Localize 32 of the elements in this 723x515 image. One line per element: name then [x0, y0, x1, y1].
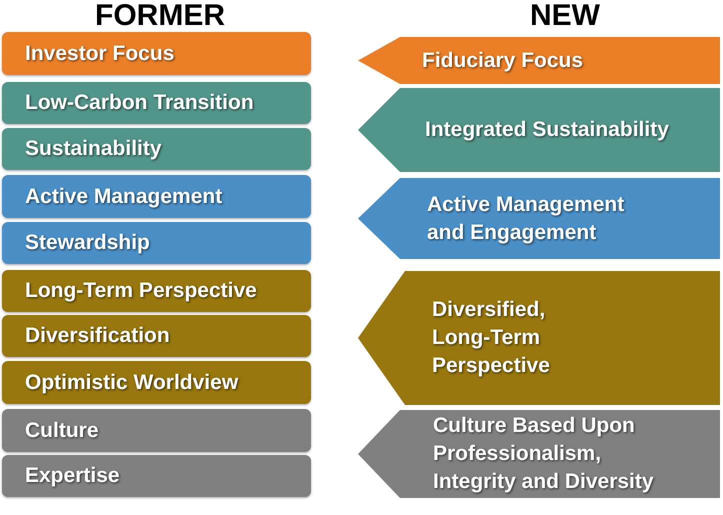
category-box [2, 455, 311, 497]
column-heading: FORMER [94, 0, 226, 32]
category-text: Sustainability [25, 136, 162, 162]
category-box [2, 270, 311, 312]
category-box [2, 222, 311, 264]
category-text: Stewardship [25, 230, 150, 256]
category-box [2, 409, 311, 452]
category-box [2, 128, 311, 170]
category-text: Culture [25, 418, 98, 444]
banner-text: Fiduciary Focus [422, 48, 584, 74]
category-text: Low-Carbon Transition [25, 90, 254, 116]
banner-text: Active Management and Engagement [427, 192, 626, 246]
category-box [2, 175, 311, 218]
category-text: Investor Focus [25, 40, 174, 66]
category-box [2, 315, 311, 357]
category-text: Diversification [25, 323, 170, 349]
left-arrow-banner [358, 271, 720, 405]
category-text: Long-Term Perspective [25, 278, 257, 304]
left-arrow-banner [358, 410, 720, 498]
left-arrow-banner [358, 37, 720, 84]
category-text: Active Management [25, 184, 222, 210]
left-arrow-banner [358, 178, 720, 259]
category-box [2, 82, 311, 124]
category-box [2, 32, 311, 75]
left-arrow-banner [358, 88, 720, 172]
category-text: Optimistic Worldview [25, 370, 238, 396]
banner-text: Integrated Sustainability [425, 117, 670, 143]
banner-text: Diversified, Long-Term Perspective [432, 297, 551, 379]
category-text: Expertise [25, 463, 120, 489]
category-box [2, 361, 311, 404]
column-heading: NEW [529, 0, 601, 32]
banner-text: Culture Based Upon Professionalism, Integrity and Diversity [433, 413, 655, 495]
